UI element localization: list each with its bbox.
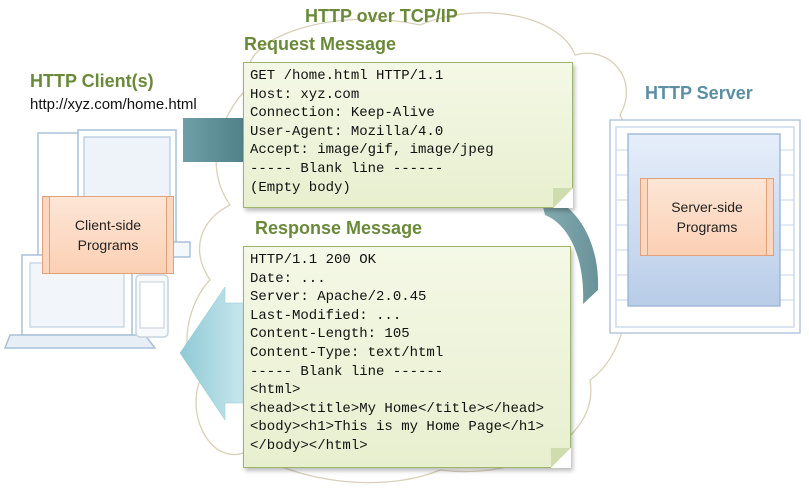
- request-line: Connection: Keep-Alive: [250, 105, 435, 122]
- request-line: User-Agent: Mozilla/4.0: [250, 123, 444, 140]
- response-line: HTTP/1.1 200 OK: [250, 252, 377, 268]
- response-line: </body></html>: [250, 437, 368, 454]
- response-arrow: [179, 286, 249, 421]
- request-line: GET /home.html HTTP/1.1: [250, 68, 444, 84]
- client-programs-box: Client-side Programs: [42, 196, 174, 274]
- response-line: <head><title>My Home</title></head>: [250, 400, 545, 417]
- page-fold-icon: [553, 188, 573, 208]
- response-line: <html>: [250, 382, 301, 399]
- response-line: Date: ...: [250, 270, 326, 287]
- request-arrow-curve: [540, 195, 599, 304]
- server-heading: HTTP Server: [645, 83, 753, 103]
- client-heading: HTTP Client(s): [30, 71, 154, 91]
- request-line: Host: xyz.com: [250, 86, 360, 103]
- request-heading: Request Message: [244, 34, 397, 54]
- request-line: Accept: image/gif, image/jpeg: [250, 142, 494, 159]
- request-arrow: [183, 118, 248, 162]
- response-line: Server: Apache/2.0.45: [250, 289, 427, 306]
- response-line: Last-Modified: ...: [250, 307, 402, 324]
- request-message-note: GET /home.html HTTP/1.1 Host: xyz.com Co…: [243, 62, 573, 208]
- response-line: <body><h1>This is my Home Page</h1>: [250, 419, 545, 436]
- response-message-note: HTTP/1.1 200 OK Date: ... Server: Apache…: [243, 246, 571, 468]
- response-line: ----- Blank line ------: [250, 363, 444, 380]
- request-line: (Empty body): [250, 179, 351, 196]
- request-line: ----- Blank line ------: [250, 160, 444, 177]
- server-programs-box: Server-side Programs: [640, 178, 774, 256]
- server-programs-label: Server-side Programs: [671, 199, 743, 235]
- page-fold-icon: [551, 448, 571, 468]
- laptop-base: [3, 334, 157, 349]
- network-cloud: [186, 12, 628, 484]
- diagram-title: HTTP over TCP/IP: [305, 6, 458, 26]
- response-line: Content-Length: 105: [250, 326, 410, 343]
- response-heading: Response Message: [255, 218, 423, 238]
- client-programs-label: Client-side Programs: [74, 217, 142, 253]
- response-line: Content-Type: text/html: [250, 344, 444, 361]
- client-url: http://xyz.com/home.html: [30, 96, 197, 113]
